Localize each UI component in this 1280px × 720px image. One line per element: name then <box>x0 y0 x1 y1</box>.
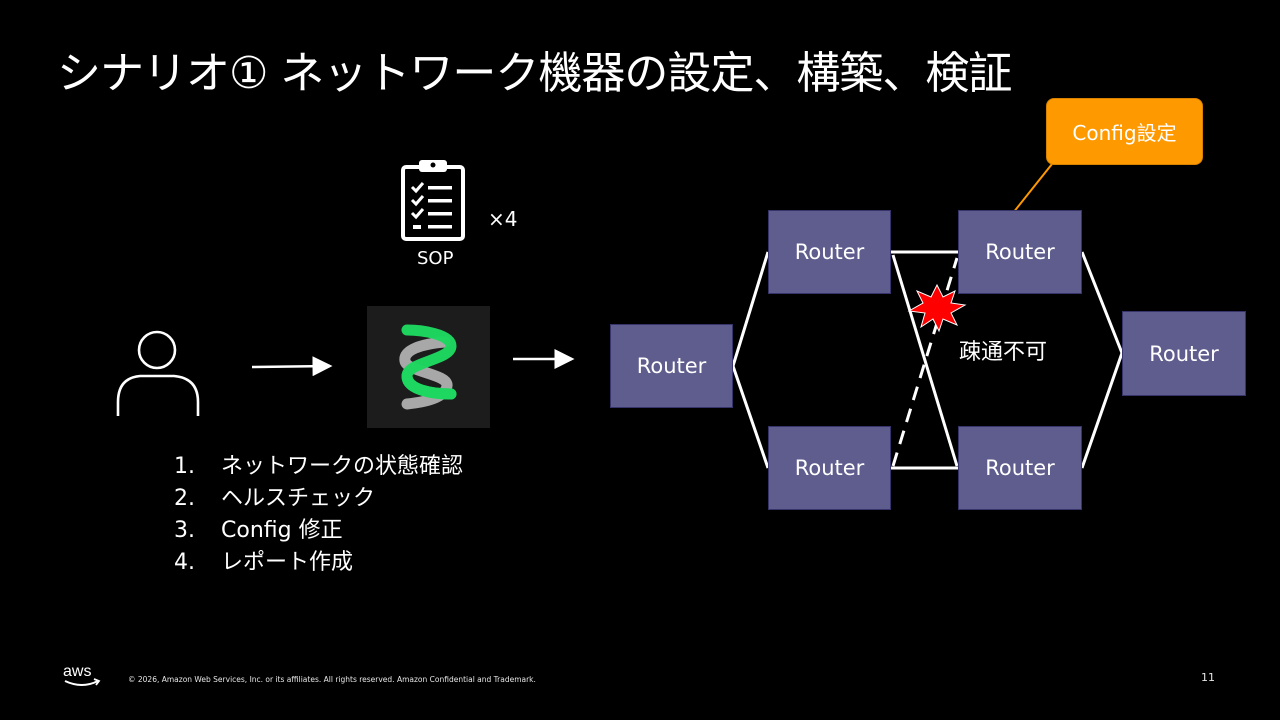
link-mb-to-rt-broken <box>891 257 959 467</box>
link-rt-to-far <box>1080 251 1124 354</box>
link-rb-to-far <box>1080 352 1124 469</box>
router-middle-bottom: Router <box>768 426 891 510</box>
link-left-to-bottom <box>731 365 770 469</box>
explosion-icon <box>907 283 967 333</box>
page-number: 11 <box>1201 671 1215 684</box>
sop-multiplier: ×4 <box>488 207 518 231</box>
list-item: 1.ネットワークの状態確認 <box>174 454 464 479</box>
link-left-to-top <box>731 251 770 367</box>
link-mt-to-rb <box>891 254 959 467</box>
steps-list: 1.ネットワークの状態確認 2.ヘルスチェック 3.Config 修正 4.レポ… <box>174 451 463 579</box>
sop-label: SOP <box>417 248 454 269</box>
failure-label: 疎通不可 <box>959 340 1048 365</box>
strands-logo-icon <box>367 306 490 428</box>
copyright-text: © 2026, Amazon Web Services, Inc. or its… <box>128 675 536 684</box>
router-right-top: Router <box>958 210 1082 294</box>
list-item: 2.ヘルスチェック <box>174 486 376 511</box>
router-middle-top: Router <box>768 210 891 294</box>
router-right-bottom: Router <box>958 426 1082 510</box>
slide-title: シナリオ① ネットワーク機器の設定、構築、検証 <box>57 48 1012 99</box>
list-item: 3.Config 修正 <box>174 518 343 543</box>
router-left: Router <box>610 324 733 408</box>
svg-text:aws: aws <box>63 663 91 680</box>
clipboard-checklist-icon <box>401 160 465 241</box>
aws-logo-icon: aws <box>63 663 101 686</box>
person-icon <box>116 330 200 416</box>
config-callout: Config設定 <box>1046 98 1203 165</box>
list-item: 4.レポート作成 <box>174 550 354 575</box>
router-far-right: Router <box>1122 311 1246 396</box>
arrow-person-to-agent <box>251 356 333 377</box>
